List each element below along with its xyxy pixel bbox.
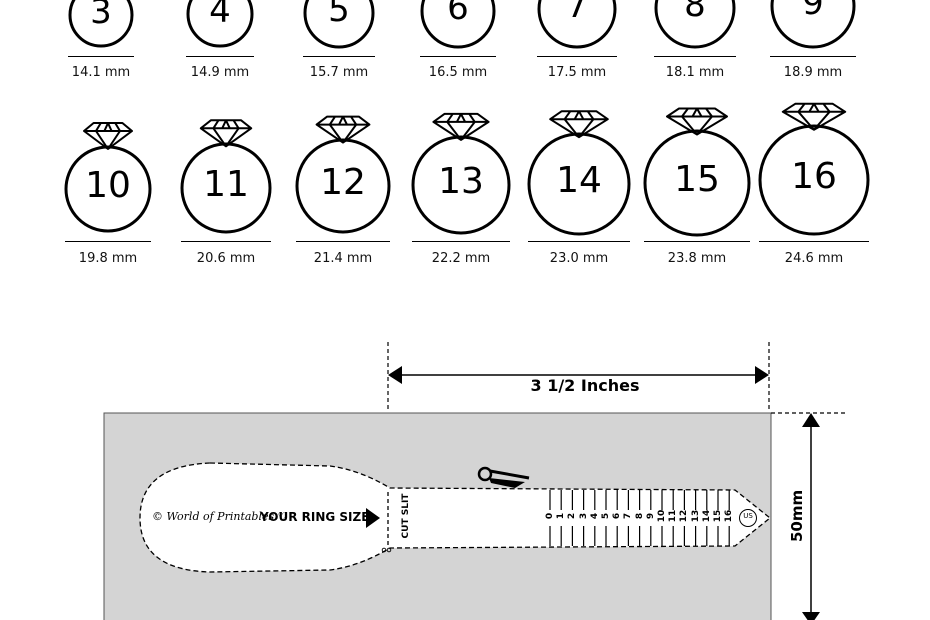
ring-circle bbox=[303, 0, 375, 49]
diamond-icon bbox=[432, 112, 490, 141]
scale-number: 12 bbox=[679, 509, 690, 523]
scale-number: 10 bbox=[657, 509, 667, 523]
diamond-icon bbox=[666, 107, 728, 136]
slit-scissors-icon bbox=[381, 547, 392, 553]
ring-baseline bbox=[770, 56, 856, 57]
scale-number: 0 bbox=[545, 512, 555, 520]
diamond-icon bbox=[549, 110, 609, 139]
diamond-icon bbox=[83, 122, 133, 150]
scale-number: 9 bbox=[645, 512, 656, 520]
diamond-icon bbox=[315, 115, 371, 144]
height-arrow-top bbox=[802, 413, 820, 427]
scale-number: 11 bbox=[668, 509, 679, 523]
ring-size-number: 13 bbox=[438, 161, 484, 203]
ring-diameter-mm: 17.5 mm bbox=[547, 65, 607, 80]
ring-baseline bbox=[420, 56, 496, 57]
your-ring-size-label: YOUR RING SIZE bbox=[260, 510, 370, 524]
ring-circle bbox=[411, 135, 511, 235]
scale-number: 2 bbox=[567, 512, 578, 520]
scale-number: 13 bbox=[690, 509, 701, 523]
ring-diameter-mm: 15.7 mm bbox=[309, 65, 369, 80]
ring-diameter-mm: 21.4 mm bbox=[313, 251, 373, 266]
ring-size-number: 3 bbox=[90, 0, 112, 33]
scale-number: 5 bbox=[601, 512, 611, 520]
ring-diameter-mm: 22.2 mm bbox=[431, 251, 491, 266]
ring-baseline bbox=[412, 241, 510, 242]
ring-diameter-mm: 23.8 mm bbox=[667, 251, 727, 266]
us-label: US bbox=[743, 512, 753, 520]
ring-baseline bbox=[644, 241, 750, 242]
ring-diameter-mm: 19.8 mm bbox=[78, 251, 138, 266]
ring-baseline bbox=[296, 241, 390, 242]
ring-size-number: 7 bbox=[566, 0, 588, 27]
ring-baseline bbox=[759, 241, 869, 242]
width-arrow-left bbox=[388, 366, 402, 384]
ring-size-number: 14 bbox=[556, 160, 602, 202]
ring-circle bbox=[68, 0, 134, 48]
scissors-icon bbox=[477, 466, 530, 488]
ring-size-pointer bbox=[366, 508, 380, 528]
ring-size-number: 12 bbox=[320, 162, 366, 204]
ring-circle bbox=[180, 142, 272, 234]
ring-size-number: 15 bbox=[674, 159, 720, 201]
ring-diameter-mm: 18.1 mm bbox=[665, 65, 725, 80]
cut-slit-label: CUT SLIT bbox=[401, 493, 411, 539]
ring-diameter-mm: 20.6 mm bbox=[196, 251, 256, 266]
ring-size-number: 4 bbox=[209, 0, 231, 32]
ring-diameter-mm: 18.9 mm bbox=[783, 65, 843, 80]
us-badge bbox=[739, 509, 757, 527]
ring-diameter-mm: 16.5 mm bbox=[428, 65, 488, 80]
ring-baseline bbox=[654, 56, 736, 57]
ring-diameter-mm: 14.1 mm bbox=[71, 65, 131, 80]
ring-circle bbox=[537, 0, 617, 49]
ring-baseline bbox=[68, 56, 134, 57]
scale-number: 7 bbox=[623, 512, 634, 520]
ring-circle bbox=[770, 0, 856, 49]
scale-number: 3 bbox=[578, 512, 589, 520]
brand-label: © World of Printables ♡ bbox=[152, 510, 288, 523]
ring-baseline bbox=[65, 241, 151, 242]
height-label: 50mm bbox=[788, 489, 806, 542]
ring-baseline bbox=[181, 241, 271, 242]
scale-number: 8 bbox=[634, 512, 645, 520]
ring-size-number: 16 bbox=[791, 156, 837, 198]
ring-size-number: 8 bbox=[684, 0, 706, 26]
ring-baseline bbox=[186, 56, 254, 57]
scale-ticks bbox=[549, 490, 730, 546]
ring-circle bbox=[64, 145, 152, 233]
scale-number: 1 bbox=[556, 512, 567, 520]
ring-circle bbox=[295, 138, 391, 234]
scale-number: 14 bbox=[701, 509, 712, 523]
ring-circle bbox=[527, 132, 631, 236]
sizer-strip-outline bbox=[139, 462, 772, 573]
ring-circle bbox=[186, 0, 254, 48]
ring-diameter-mm: 14.9 mm bbox=[190, 65, 250, 80]
ring-circle bbox=[758, 124, 870, 236]
ring-baseline bbox=[537, 56, 617, 57]
ring-circle bbox=[643, 129, 751, 237]
height-arrow-bottom bbox=[802, 612, 820, 620]
scale-number: 6 bbox=[612, 512, 623, 520]
scale-number: 4 bbox=[589, 512, 600, 520]
ring-diameter-mm: 24.6 mm bbox=[784, 251, 844, 266]
ring-size-number: 9 bbox=[802, 0, 824, 24]
ring-diameter-mm: 23.0 mm bbox=[549, 251, 609, 266]
ring-size-number: 11 bbox=[203, 164, 249, 206]
width-label: 3 1/2 Inches bbox=[530, 376, 640, 395]
scale-number: 16 bbox=[724, 509, 735, 523]
ring-baseline bbox=[303, 56, 375, 57]
diamond-icon bbox=[199, 119, 253, 148]
scale-number: 15 bbox=[713, 509, 723, 523]
ring-circle bbox=[420, 0, 496, 49]
ring-size-number: 5 bbox=[328, 0, 350, 31]
ring-size-number: 6 bbox=[447, 0, 469, 29]
diamond-icon bbox=[781, 102, 847, 131]
ring-baseline bbox=[528, 241, 630, 242]
ring-size-number: 10 bbox=[85, 165, 131, 207]
width-arrow-right bbox=[755, 366, 769, 384]
ring-circle bbox=[654, 0, 736, 49]
